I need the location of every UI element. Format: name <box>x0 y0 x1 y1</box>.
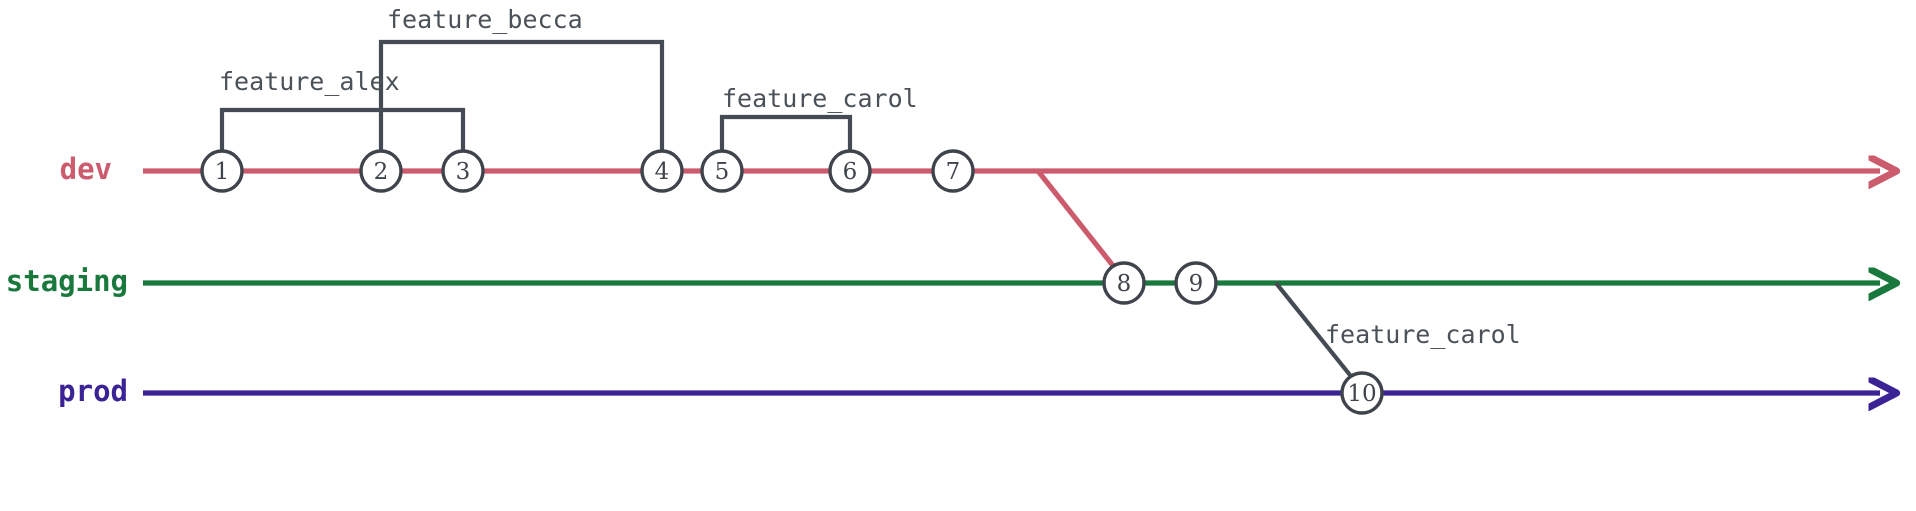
commit-node-label: 9 <box>1189 271 1204 297</box>
commit-node-4[interactable]: 4 <box>640 149 684 193</box>
commit-node-1[interactable]: 1 <box>200 149 244 193</box>
commit-node-9[interactable]: 9 <box>1174 261 1218 305</box>
commit-node-label: 5 <box>715 159 730 185</box>
commit-node-5[interactable]: 5 <box>700 149 744 193</box>
commit-node-2[interactable]: 2 <box>359 149 403 193</box>
merge-edge-staging-to-prod <box>1274 281 1360 387</box>
branch-lines-layer <box>143 171 1880 393</box>
feature-label-feature_carol: feature_carol <box>722 84 918 113</box>
feature-bracket-feature_becca <box>378 39 665 171</box>
commit-node-circle <box>200 149 244 193</box>
commit-node-circle <box>1340 371 1384 415</box>
commit-node-label: 8 <box>1117 271 1132 297</box>
feature-bracket-feature_alex <box>219 107 466 171</box>
commit-node-3[interactable]: 3 <box>441 149 485 193</box>
merge-edge-dev-to-staging <box>1035 169 1121 274</box>
merge-edges-layer <box>1035 169 1360 387</box>
feature-labels-layer: feature_alex feature_becca feature_carol… <box>219 5 1521 349</box>
commit-node-7[interactable]: 7 <box>931 149 975 193</box>
commit-node-circle <box>640 149 684 193</box>
commit-node-6[interactable]: 6 <box>828 149 872 193</box>
commit-node-circle <box>1174 261 1218 305</box>
commit-node-circle <box>1102 261 1146 305</box>
feature-brackets-layer <box>219 39 853 171</box>
branch-label-dev: dev <box>60 152 112 186</box>
commit-node-label: 1 <box>215 159 230 185</box>
commit-node-circle <box>441 149 485 193</box>
branch-labels-layer: dev staging prod <box>6 152 128 408</box>
commit-node-8[interactable]: 8 <box>1102 261 1146 305</box>
commit-nodes-layer: 1 2 3 4 5 6 7 <box>200 149 1384 415</box>
commit-node-label: 10 <box>1347 381 1376 407</box>
branch-label-staging: staging <box>6 264 128 298</box>
commit-node-circle <box>700 149 744 193</box>
commit-node-10[interactable]: 10 <box>1340 371 1384 415</box>
feature-bracket-feature_carol <box>719 114 853 171</box>
commit-node-label: 2 <box>374 159 389 185</box>
feature-label-feature_becca: feature_becca <box>387 5 583 34</box>
commit-node-circle <box>359 149 403 193</box>
feature-label-feature_alex: feature_alex <box>219 67 400 96</box>
branch-label-prod: prod <box>58 374 128 408</box>
commit-node-label: 6 <box>843 159 858 185</box>
commit-node-label: 7 <box>946 159 961 185</box>
commit-node-circle <box>828 149 872 193</box>
commit-node-circle <box>931 149 975 193</box>
feature-label-feature_carol-merge: feature_carol <box>1325 320 1521 349</box>
commit-node-label: 3 <box>456 159 471 185</box>
commit-node-label: 4 <box>655 159 670 185</box>
